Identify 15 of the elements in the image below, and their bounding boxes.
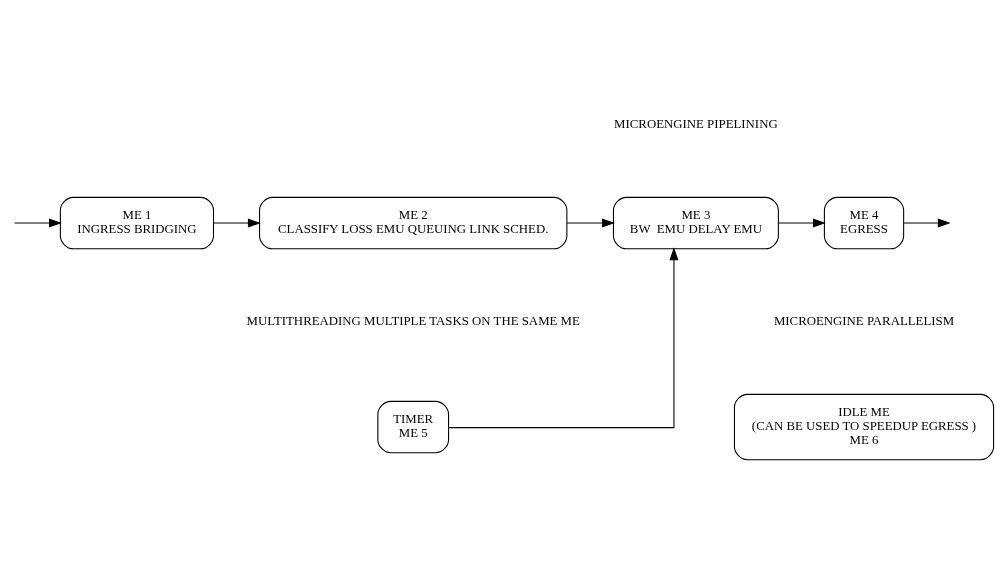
arrow bbox=[14, 218, 62, 228]
arrow bbox=[448, 246, 679, 428]
node-box: ME 4 EGRESS bbox=[823, 196, 905, 249]
label: MICROENGINE PARALLELISM bbox=[773, 313, 955, 328]
arrow bbox=[213, 218, 261, 228]
arrow bbox=[777, 218, 826, 228]
node-box: ME 3 BW EMU DELAY EMU bbox=[612, 196, 779, 249]
node-box: ME 2 CLASSIFY LOSS EMU QUEUING LINK SCHED. bbox=[259, 196, 568, 249]
label: MICROENGINE PIPELINING bbox=[614, 116, 778, 131]
node-box: ME 1 INGRESS BRIDGING bbox=[59, 196, 215, 249]
label: MULTITHREADING MULTIPLE TASKS ON THE SAME ME bbox=[246, 313, 580, 328]
node-box: IDLE ME (CAN BE USED TO SPEEDUP EGRESS ) ME 6 bbox=[733, 393, 995, 460]
arrow bbox=[566, 218, 615, 228]
node-box: TIMER ME 5 bbox=[377, 400, 450, 453]
arrow bbox=[903, 218, 951, 228]
